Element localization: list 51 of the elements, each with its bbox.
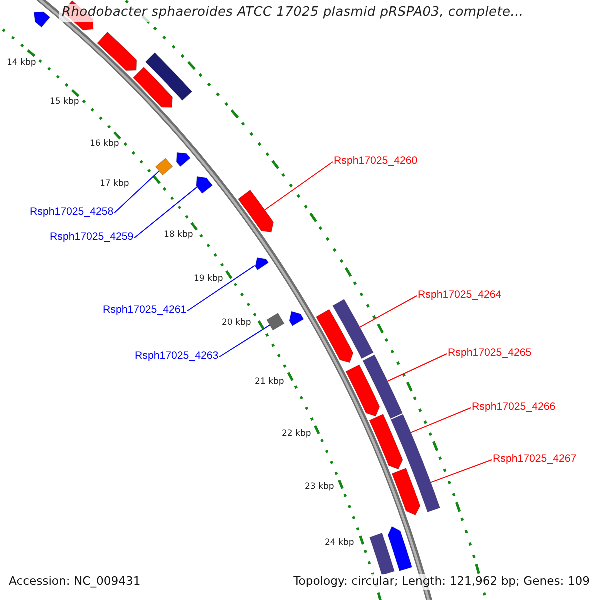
gene-bar [145,52,193,102]
leader-line [387,354,448,382]
scale-label: 16 kbp [90,139,120,150]
gene-block [266,313,285,331]
gene-feature [238,190,274,233]
summary-text: Topology: circular; Length: 121,962 bp; Genes: 109 [292,574,592,590]
gene-feature [34,12,50,28]
leader-line [430,460,492,484]
leader-line [114,170,160,214]
gene-bar [370,532,395,576]
gene-block [155,158,174,176]
gene-label: Rsph17025_4265 [448,347,532,360]
gene-feature [369,414,404,470]
scale-label: 22 kbp [282,429,312,440]
gene-label: Rsph17025_4264 [418,289,502,302]
gene-bar [390,414,440,513]
leader-line [219,324,271,358]
gene-feature [255,258,270,271]
gene-feature [388,526,412,572]
gene-feature [97,32,138,72]
gene-feature [196,176,214,194]
scale-label: 18 kbp [164,230,194,240]
scale-label: 14 kbp [7,58,36,68]
gene-feature [392,468,421,516]
scale-label: 24 kbp [325,538,354,548]
leader-line [187,265,256,312]
scale-label: 15 kbp [50,97,80,108]
gene-label: Rsph17025_4267 [493,453,577,466]
gene-bar [362,354,403,420]
gene-feature [316,309,354,364]
gene-feature [132,66,173,108]
leader-line [264,162,334,211]
gene-feature [289,311,304,326]
gene-bar [332,299,374,360]
leader-line [134,186,198,238]
scale-label: 20 kbp [222,318,252,328]
scale-label: 19 kbp [194,274,224,284]
leader-line [410,408,472,434]
gene-feature [176,152,191,168]
gene-label: Rsph17025_4263 [135,350,219,363]
gene-label: Rsph17025_4261 [103,304,187,317]
gene-label: Rsph17025_4259 [50,231,134,244]
scale-label: 17 kbp [100,179,130,190]
scale-label: 21 kbp [255,377,284,388]
gene-label: Rsph17025_4258 [30,206,114,219]
leader-line [360,296,418,328]
accession-text: Accession: NC_009431 [7,574,143,590]
gene-label: Rsph17025_4260 [334,155,418,168]
scale-label: 23 kbp [305,482,334,492]
gene-feature [346,364,380,417]
gene-label: Rsph17025_4266 [472,401,556,414]
